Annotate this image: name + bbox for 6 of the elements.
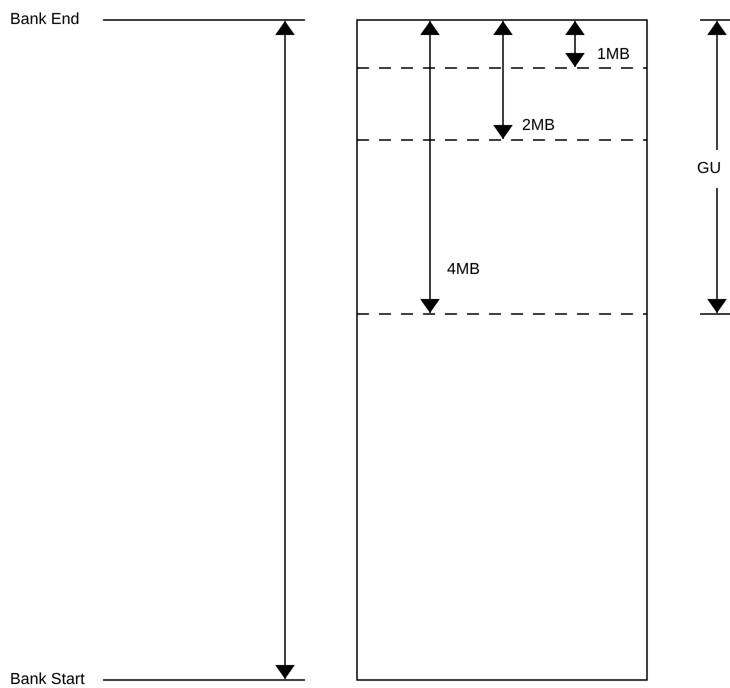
dimension-label: 1MB [597,46,630,64]
dimension-label: 2MB [522,117,555,135]
dimension-label: 4MB [447,261,480,279]
dimension-label: Bank End [10,11,80,29]
dimension-label: Bank Start [10,671,85,688]
dimension-label: GU [697,160,721,178]
